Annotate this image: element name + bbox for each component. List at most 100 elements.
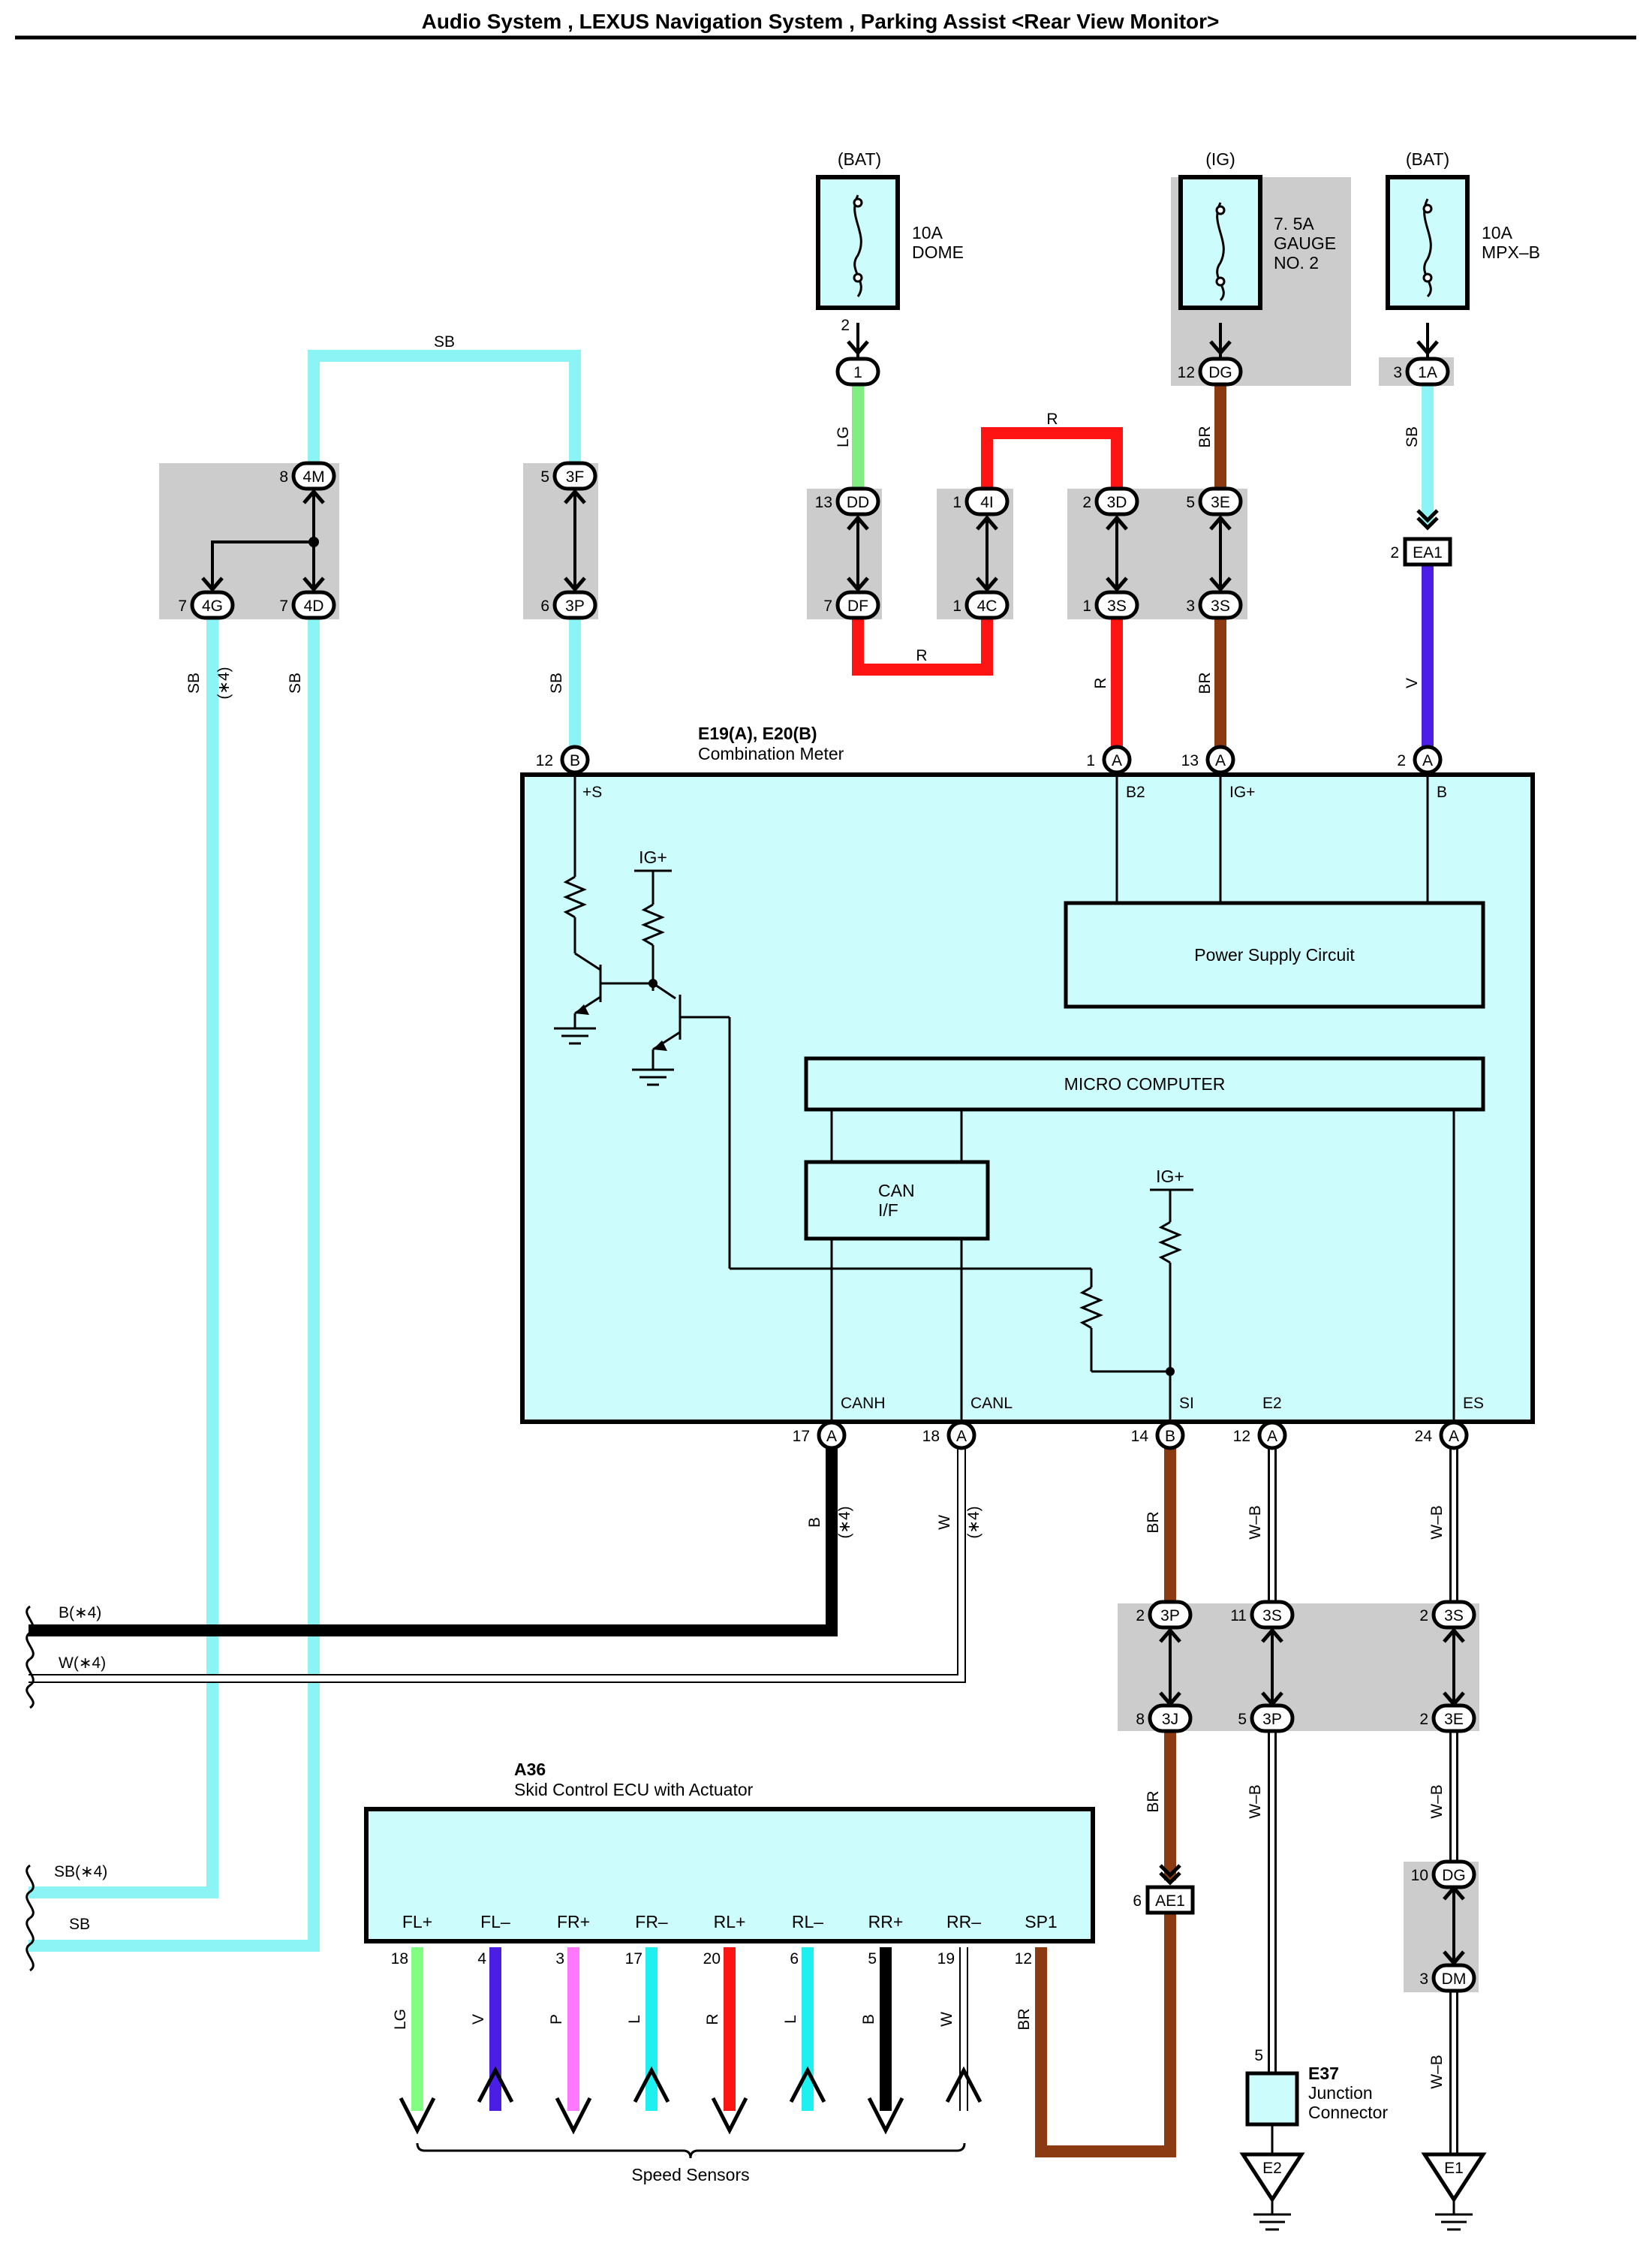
svg-text:(BAT): (BAT) (1406, 149, 1449, 169)
svg-text:10A: 10A (912, 223, 943, 242)
svg-text:3S: 3S (1211, 598, 1230, 615)
conn-4d: 4D7 (279, 590, 336, 620)
meter-ig-label: IG+ (639, 848, 667, 867)
svg-text:SB: SB (434, 333, 455, 351)
conn-3s-b: 3S3 (1186, 590, 1243, 620)
conn-4i: 4I1 (952, 486, 1010, 516)
svg-text:11: 11 (1230, 1607, 1247, 1624)
sensor-arrow-down-icon (399, 2097, 436, 2135)
svg-text:Junction: Junction (1308, 2083, 1373, 2103)
conn-4g: 4G 7 (178, 590, 235, 620)
sensor-arrow-up-icon (945, 2066, 982, 2103)
svg-text:3E: 3E (1444, 1711, 1464, 1728)
svg-text:6: 6 (540, 598, 549, 615)
svg-text:7: 7 (823, 598, 832, 615)
svg-text:1: 1 (952, 598, 961, 615)
svg-text:(∗4): (∗4) (836, 1506, 853, 1538)
svg-text:DF: DF (847, 598, 868, 615)
svg-text:3D: 3D (1107, 494, 1127, 511)
svg-text:MPX–B: MPX–B (1482, 242, 1540, 262)
ecu-pin-number: 20 (703, 1950, 721, 1967)
svg-text:4G: 4G (202, 598, 223, 615)
svg-text:3F: 3F (566, 468, 585, 486)
ecu-terminal-label: FL– (480, 1912, 510, 1931)
svg-text:2: 2 (1136, 1607, 1145, 1624)
ground-e2: E2 (1239, 2152, 1305, 2231)
svg-text:DG: DG (1208, 364, 1232, 381)
sensor-arrow-up-icon (789, 2066, 826, 2103)
svg-text:E2: E2 (1262, 1395, 1282, 1412)
svg-text:6: 6 (1133, 1892, 1142, 1910)
svg-text:3P: 3P (1160, 1607, 1180, 1624)
ecu-wire-color: R (704, 2013, 721, 2025)
ecu-wire-color: V (470, 2014, 487, 2025)
can-label: CAN (878, 1181, 915, 1200)
wire-sb-top (308, 350, 581, 474)
svg-text:8: 8 (279, 468, 288, 486)
conn-3e-top: 3E5 (1186, 486, 1243, 516)
ecu-terminal-label: SP1 (1025, 1912, 1057, 1931)
svg-text:SB: SB (185, 673, 203, 694)
svg-text:DD: DD (847, 494, 869, 511)
ecu-pin-number: 12 (1015, 1950, 1032, 1967)
svg-text:7: 7 (178, 598, 187, 615)
svg-text:B(∗4): B(∗4) (59, 1604, 101, 1621)
combination-meter: E19(A), E20(B) Combination Meter B12+S A… (520, 724, 1535, 1450)
can-if-box (804, 1160, 990, 1241)
wire-b-canh (29, 1446, 838, 1636)
svg-text:CANH: CANH (841, 1395, 886, 1412)
conn-3p-top: 3P 6 (540, 590, 597, 620)
svg-text:A: A (1215, 752, 1226, 769)
svg-text:SB: SB (69, 1916, 90, 1933)
sensor-arrow-down-icon (555, 2097, 592, 2135)
ecu-wire-color: B (860, 2014, 877, 2025)
svg-text:3P: 3P (565, 598, 585, 615)
sensor-arrow-up-icon (633, 2066, 670, 2103)
svg-text:W–B: W–B (1428, 1505, 1446, 1540)
ecu-wire-color: P (548, 2014, 565, 2025)
svg-text:R: R (1046, 411, 1058, 428)
wire-sb-4d (29, 607, 320, 1952)
svg-text:14: 14 (1131, 1428, 1149, 1445)
conn-mpx-1a: 1A3 (1393, 357, 1450, 387)
conn-4m: 4M8 (279, 461, 336, 491)
svg-text:NO. 2: NO. 2 (1274, 253, 1319, 272)
ecu-pin-number: 6 (790, 1950, 799, 1967)
wire-sb-star (29, 607, 218, 1898)
svg-text:E1: E1 (1444, 2160, 1464, 2177)
page-title: Audio System , LEXUS Navigation System ,… (422, 10, 1220, 33)
wire-break-marks (26, 1605, 35, 1972)
ecu-pin-number: 3 (555, 1950, 564, 1967)
ecu-wire-color: LG (392, 2009, 409, 2030)
sensor-arrow-down-icon (711, 2097, 748, 2135)
svg-text:DOME: DOME (912, 242, 964, 262)
speed-sensors-brace (416, 2142, 966, 2159)
meter-ig-label-si: IG+ (1156, 1167, 1184, 1186)
svg-text:(∗4): (∗4) (965, 1506, 982, 1538)
ecu-terminal-label: RR– (946, 1912, 981, 1931)
ecu-wire-color: L (626, 2015, 643, 2024)
svg-text:BR: BR (1196, 426, 1214, 447)
svg-text:BR: BR (1145, 1790, 1162, 1812)
svg-text:B: B (1165, 1428, 1175, 1445)
svg-text:5: 5 (1254, 2047, 1263, 2064)
svg-text:(∗4): (∗4) (215, 667, 233, 699)
svg-text:A: A (1422, 752, 1433, 769)
wire-w-outer (29, 1446, 966, 1683)
svg-text:E2: E2 (1262, 2160, 1282, 2177)
sensor-arrow-up-icon (477, 2066, 514, 2103)
svg-text:3E: 3E (1211, 494, 1230, 511)
svg-text:DM: DM (1442, 1970, 1467, 1988)
svg-text:A36: A36 (514, 1760, 546, 1779)
svg-text:B: B (1437, 784, 1447, 801)
power-supply-label: Power Supply Circuit (1194, 945, 1355, 965)
svg-text:LG: LG (835, 426, 852, 447)
svg-text:3P: 3P (1262, 1711, 1282, 1728)
svg-text:1: 1 (853, 364, 862, 381)
svg-text:5: 5 (540, 468, 549, 486)
